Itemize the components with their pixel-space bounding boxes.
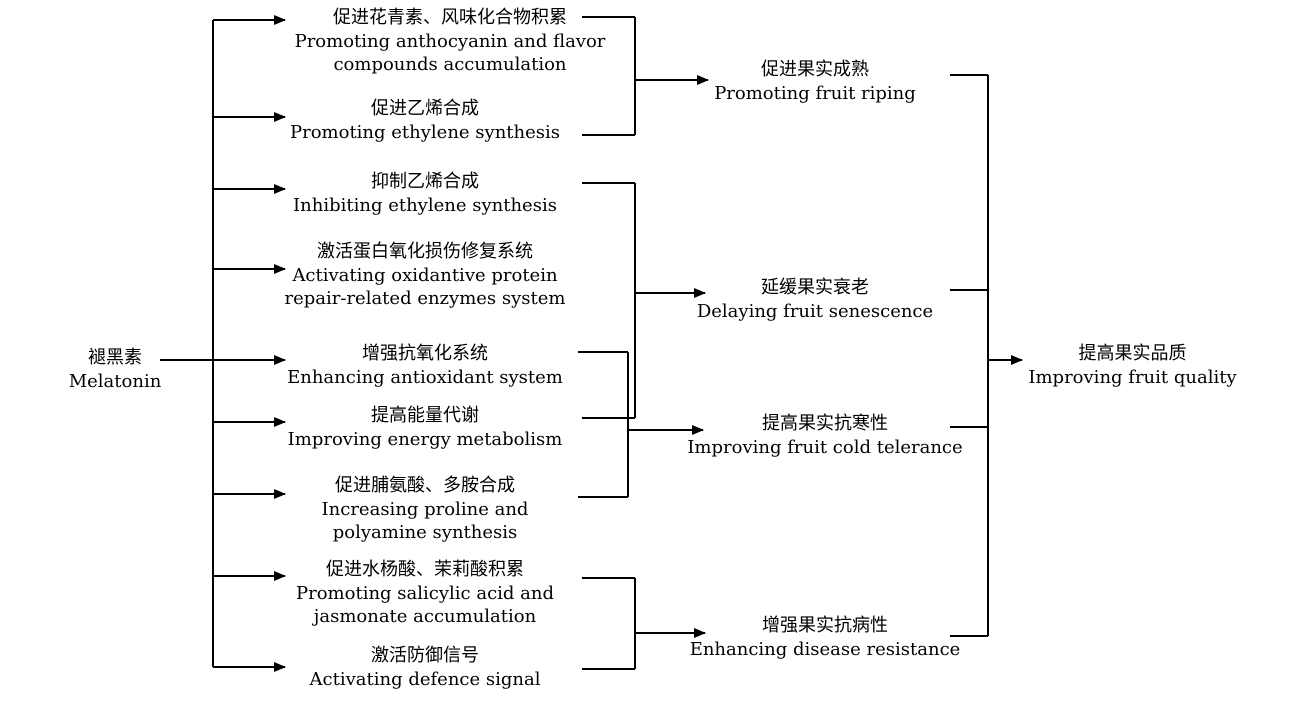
effect-zh: 促进水杨酸、茉莉酸积累 (326, 559, 524, 580)
effect-zh: 促进花青素、风味化合物积累 (333, 7, 567, 28)
outcome-en: Improving fruit cold telerance (687, 437, 963, 458)
effect-en: jasmonate accumulation (313, 606, 537, 627)
effect-zh: 提高能量代谢 (371, 405, 479, 426)
outcome-node-disease-resistance: 增强果实抗病性 Enhancing disease resistance (680, 614, 970, 661)
outcome-zh: 提高果实抗寒性 (762, 413, 888, 434)
effect-en: Enhancing antioxidant system (287, 367, 563, 388)
effect-node-defence: 激活防御信号 Activating defence signal (280, 644, 570, 691)
effect-zh: 抑制乙烯合成 (371, 171, 479, 192)
effect-node-ethylene-promote: 促进乙烯合成 Promoting ethylene synthesis (280, 97, 570, 144)
outcome-node-cold-tolerance: 提高果实抗寒性 Improving fruit cold telerance (680, 412, 970, 459)
effect-en: Increasing proline and (321, 499, 529, 520)
effect-node-anthocyanin: 促进花青素、风味化合物积累 Promoting anthocyanin and … (280, 6, 620, 76)
source-zh: 褪黑素 (88, 347, 142, 368)
source-node-melatonin: 褪黑素 Melatonin (60, 346, 170, 393)
effect-node-energy: 提高能量代谢 Improving energy metabolism (280, 404, 570, 451)
effect-en: Promoting salicylic acid and (296, 583, 554, 604)
final-zh: 提高果实品质 (1078, 343, 1187, 364)
outcome-zh: 增强果实抗病性 (762, 615, 888, 636)
effect-node-proline: 促进脯氨酸、多胺合成 Increasing proline and polyam… (280, 474, 570, 544)
final-en: Improving fruit quality (1028, 367, 1237, 388)
outcome-zh: 延缓果实衰老 (761, 277, 869, 298)
effect-en: Promoting ethylene synthesis (289, 122, 561, 143)
final-node-fruit-quality: 提高果实品质 Improving fruit quality (1020, 342, 1245, 389)
effect-en: Activating oxidantive protein (292, 265, 558, 286)
effect-zh: 激活蛋白氧化损伤修复系统 (317, 241, 533, 262)
source-en: Melatonin (68, 371, 162, 392)
effect-zh: 促进脯氨酸、多胺合成 (335, 475, 515, 496)
effect-node-protein-repair: 激活蛋白氧化损伤修复系统 Activating oxidantive prote… (280, 240, 570, 310)
outcome-en: Enhancing disease resistance (689, 639, 961, 660)
outcome-node-senescence: 延缓果实衰老 Delaying fruit senescence (690, 276, 940, 323)
effect-en: Inhibiting ethylene synthesis (293, 195, 557, 216)
effect-node-antioxidant: 增强抗氧化系统 Enhancing antioxidant system (280, 342, 570, 389)
effect-en: Promoting anthocyanin and flavor (294, 31, 606, 52)
effect-en: compounds accumulation (333, 54, 567, 75)
outcome-zh: 促进果实成熟 (761, 59, 869, 80)
effect-en: polyamine synthesis (332, 522, 518, 543)
outcome-node-riping: 促进果实成熟 Promoting fruit riping (690, 58, 940, 105)
effect-zh: 激活防御信号 (371, 645, 479, 666)
effect-en: repair-related enzymes system (284, 288, 566, 309)
effect-zh: 促进乙烯合成 (371, 98, 479, 119)
outcome-en: Promoting fruit riping (714, 83, 916, 104)
effect-node-ethylene-inhibit: 抑制乙烯合成 Inhibiting ethylene synthesis (280, 170, 570, 217)
effect-node-salicylic: 促进水杨酸、茉莉酸积累 Promoting salicylic acid and… (280, 558, 570, 628)
effect-en: Improving energy metabolism (287, 429, 563, 450)
effect-zh: 增强抗氧化系统 (362, 343, 488, 364)
effect-en: Activating defence signal (309, 669, 541, 690)
outcome-en: Delaying fruit senescence (696, 301, 934, 322)
